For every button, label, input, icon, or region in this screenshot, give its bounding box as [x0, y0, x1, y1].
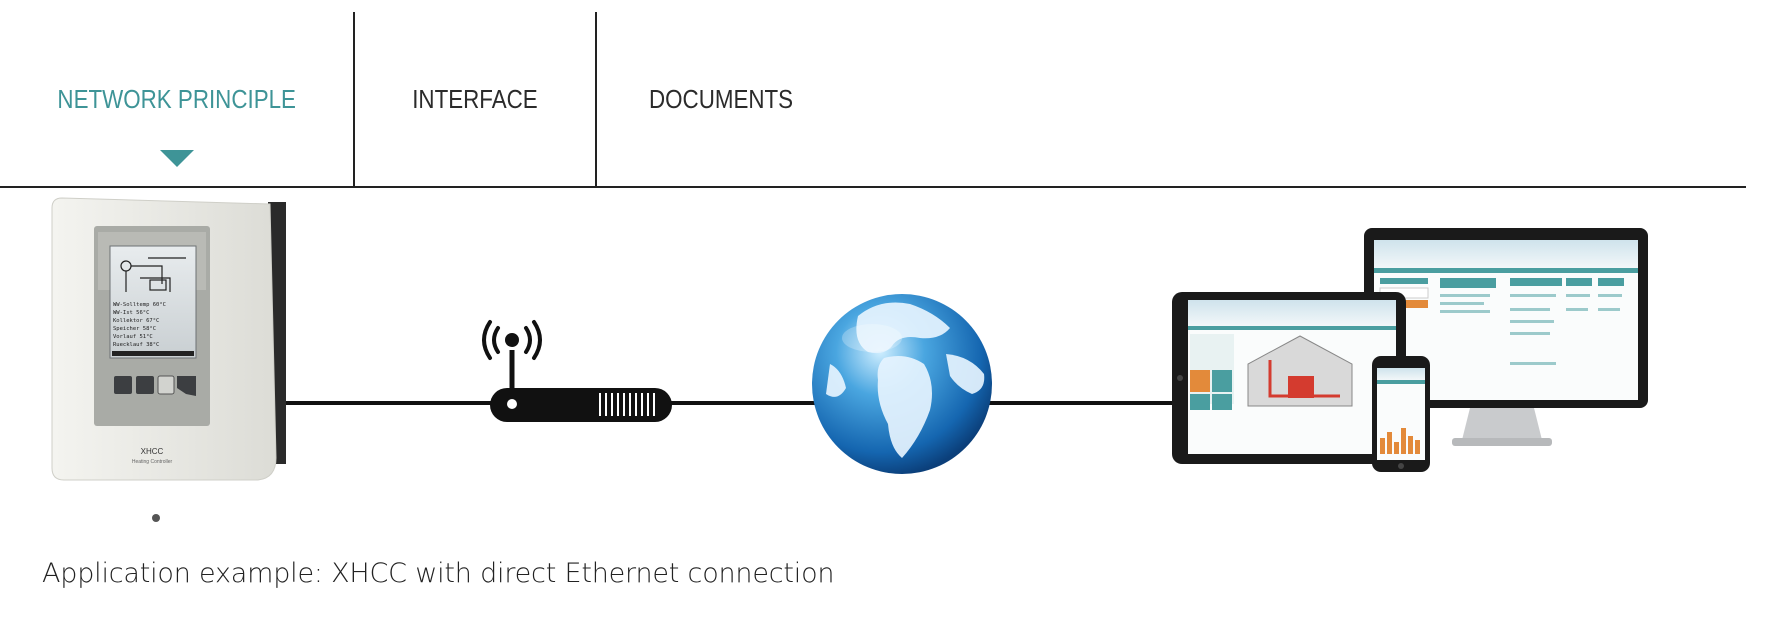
- tab-label: INTERFACE: [412, 84, 538, 114]
- caret-down-icon: [159, 150, 194, 167]
- svg-text:Ruecklauf 38°C: Ruecklauf 38°C: [113, 342, 159, 348]
- svg-text:XHCC: XHCC: [141, 447, 164, 456]
- diagram-caption: Application example: XHCC with direct Et…: [42, 558, 835, 589]
- globe-icon: [812, 294, 992, 474]
- svg-text:Kollektor 67°C: Kollektor 67°C: [113, 318, 159, 324]
- svg-text:WW-Solltemp 60°C: WW-Solltemp 60°C: [113, 302, 166, 308]
- svg-text:WW-Ist 56°C: WW-Ist 56°C: [113, 310, 149, 316]
- tab-documents[interactable]: DOCUMENTS: [597, 12, 857, 186]
- tablet-icon: [1172, 292, 1406, 464]
- wifi-signal-icon: [482, 320, 542, 360]
- network-diagram: WW-Solltemp 60°C WW-Ist 56°C Kollektor 6…: [51, 197, 1648, 522]
- phone-icon: [1372, 356, 1430, 472]
- tab-bar: NETWORK PRINCIPLE INTERFACE DOCUMENTS: [0, 0, 1746, 188]
- xhcc-controller: WW-Solltemp 60°C WW-Ist 56°C Kollektor 6…: [51, 197, 286, 522]
- tab-label: NETWORK PRINCIPLE: [57, 84, 296, 114]
- router-icon: [490, 333, 672, 422]
- svg-text:Vorlauf 51°C: Vorlauf 51°C: [113, 334, 153, 340]
- svg-text:Speicher 58°C: Speicher 58°C: [113, 326, 156, 332]
- svg-text:Heating Controller: Heating Controller: [132, 459, 173, 465]
- tab-interface[interactable]: INTERFACE: [355, 12, 597, 186]
- tab-label: DOCUMENTS: [649, 84, 794, 114]
- tab-network-principle[interactable]: NETWORK PRINCIPLE: [0, 12, 355, 186]
